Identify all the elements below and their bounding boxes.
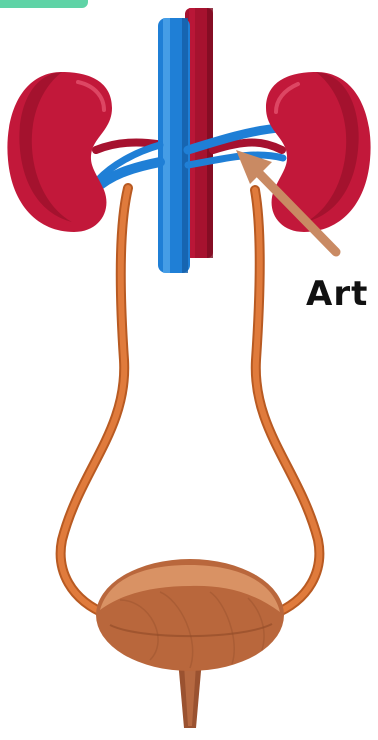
ureter-right [255, 190, 319, 615]
bladder [96, 559, 284, 671]
artery-label: Art [306, 274, 368, 314]
ureter-left [61, 188, 128, 615]
